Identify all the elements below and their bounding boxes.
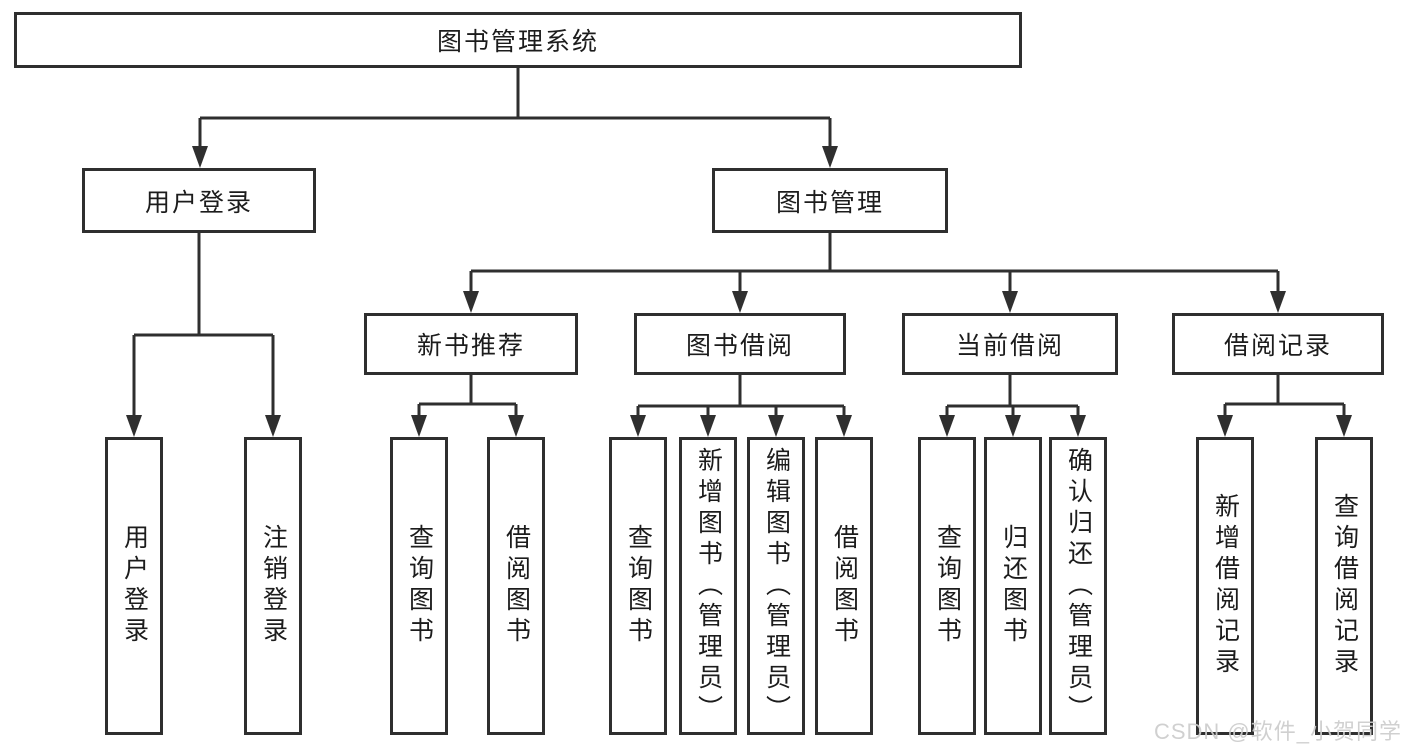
- leaf-query-books-rec-label: 查询图书: [405, 524, 434, 648]
- leaf-query-books-current-label: 查询图书: [933, 524, 962, 648]
- leaf-borrow-books-rec-label: 借阅图书: [502, 524, 531, 648]
- leaf-add-borrow-record-label: 新增借阅记录: [1211, 493, 1240, 679]
- node-user-login: 用户登录: [82, 168, 316, 233]
- node-user-login-label: 用户登录: [144, 188, 253, 217]
- leaf-logout-label: 注销登录: [259, 524, 288, 648]
- leaf-query-books-borrow: 查询图书: [609, 437, 667, 735]
- node-current-borrow: 当前借阅: [902, 313, 1118, 375]
- leaf-confirm-return-admin-label: 确认归还（管理员）: [1064, 446, 1093, 726]
- leaf-return-books-label: 归还图书: [999, 524, 1028, 648]
- leaf-edit-book-admin: 编辑图书（管理员）: [747, 437, 805, 735]
- leaf-edit-book-admin-label: 编辑图书（管理员）: [762, 446, 791, 726]
- leaf-add-book-admin-label: 新增图书（管理员）: [694, 446, 723, 726]
- leaf-query-books-current: 查询图书: [918, 437, 976, 735]
- leaf-confirm-return-admin: 确认归还（管理员）: [1049, 437, 1107, 735]
- leaf-borrow-books-borrow-label: 借阅图书: [830, 524, 859, 648]
- node-borrow-records: 借阅记录: [1172, 313, 1384, 375]
- node-book-borrow-label: 图书借阅: [685, 332, 794, 360]
- leaf-user-login: 用户登录: [105, 437, 163, 735]
- node-book-mgmt: 图书管理: [712, 168, 948, 233]
- leaf-borrow-books-rec: 借阅图书: [487, 437, 545, 735]
- watermark-csdn: CSDN @软件_小贺同学: [1153, 719, 1402, 744]
- leaf-add-book-admin: 新增图书（管理员）: [679, 437, 737, 735]
- node-new-book-rec: 新书推荐: [364, 313, 578, 375]
- node-borrow-records-label: 借阅记录: [1223, 332, 1332, 360]
- node-book-borrow: 图书借阅: [634, 313, 846, 375]
- leaf-query-borrow-record: 查询借阅记录: [1315, 437, 1373, 735]
- node-book-mgmt-label: 图书管理: [775, 188, 884, 217]
- leaf-borrow-books-borrow: 借阅图书: [815, 437, 873, 735]
- leaf-logout: 注销登录: [244, 437, 302, 735]
- node-current-borrow-label: 当前借阅: [955, 332, 1064, 360]
- leaf-user-login-label: 用户登录: [120, 524, 149, 648]
- leaf-query-books-rec: 查询图书: [390, 437, 448, 735]
- leaf-query-books-borrow-label: 查询图书: [624, 524, 653, 648]
- node-root-label: 图书管理系统: [436, 28, 599, 56]
- node-new-book-rec-label: 新书推荐: [416, 332, 525, 360]
- leaf-return-books: 归还图书: [984, 437, 1042, 735]
- node-root: 图书管理系统: [14, 12, 1022, 68]
- leaf-add-borrow-record: 新增借阅记录: [1196, 437, 1254, 735]
- leaf-query-borrow-record-label: 查询借阅记录: [1330, 493, 1359, 679]
